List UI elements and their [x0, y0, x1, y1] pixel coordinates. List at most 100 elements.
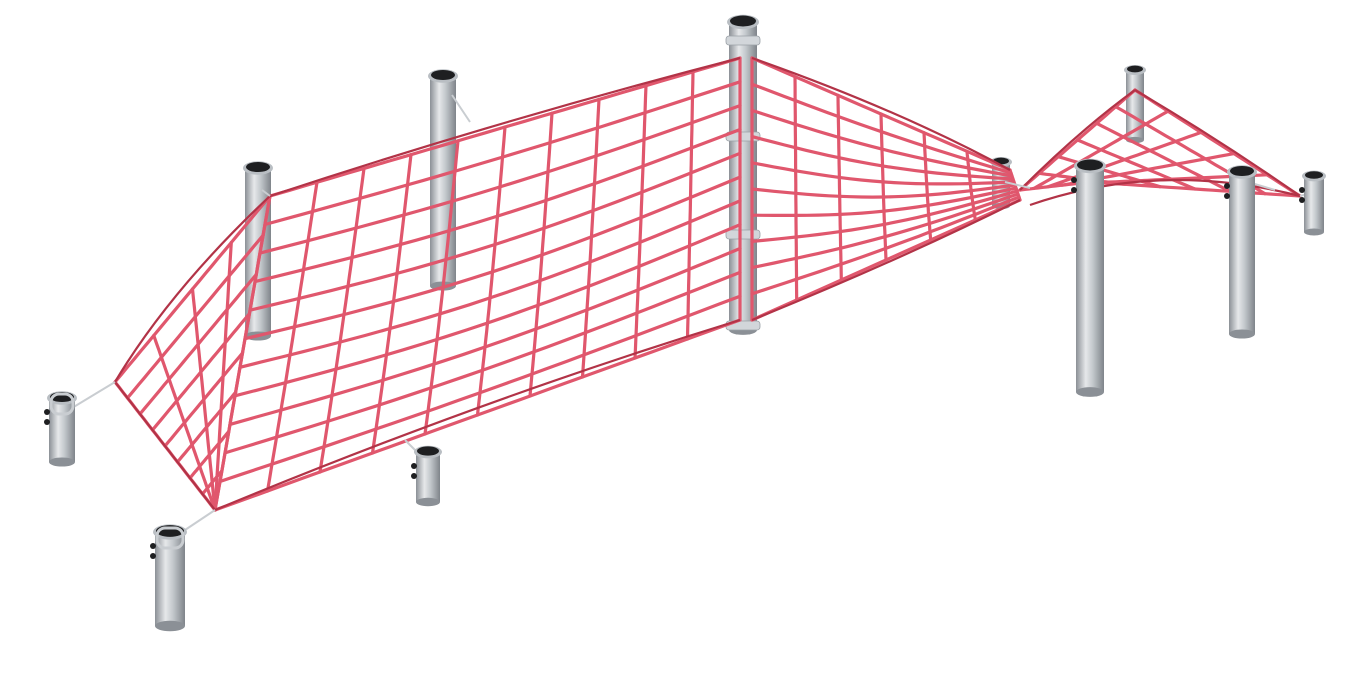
post-tall-right-bolt-icon-2: [1071, 187, 1077, 193]
net-panel-right-rope-h: [750, 192, 1020, 270]
net-panel-right-rope-h: [750, 56, 1012, 172]
net-panel-left-rope-h: [268, 56, 742, 198]
net-panel-right-rope-h: [750, 183, 1017, 199]
net-panel-left-rope-h: [213, 318, 742, 512]
post-tall-mid-left-shaft: [430, 76, 456, 286]
border-rope-5: [751, 199, 1021, 322]
net-panel-right-rope-h: [750, 161, 1016, 186]
net-panel-left-rope-h: [218, 294, 742, 484]
net-panel-left: [213, 56, 742, 512]
net-panel-right: [750, 56, 1022, 322]
anchor-post-front-base: [155, 620, 185, 632]
post-tall-far-right-base: [1229, 329, 1255, 339]
cable-5: [1004, 181, 1031, 189]
anchor-post-left-bolt-icon: [44, 409, 50, 415]
net-panel-left-rope-h: [238, 199, 742, 369]
front-posts: [44, 158, 1326, 632]
anchor-post-mid-base: [416, 497, 440, 507]
net-panel-skirt-rope-h: [188, 429, 231, 480]
border-rope-6: [1019, 89, 1136, 191]
net-panel-right-rope-h: [750, 108, 1014, 178]
net-panel-right-rope-h: [750, 135, 1015, 181]
post-tall-far-right-bolt-icon: [1224, 183, 1230, 189]
post-center-collar-2: [725, 229, 761, 240]
net-panel-left-rope-v: [265, 180, 319, 493]
net-panel-left-rope-h: [243, 175, 742, 341]
net-panel-left-rope-v: [318, 166, 366, 474]
anchor-post-left-base: [49, 457, 75, 467]
net-panel-right-rope-h: [750, 82, 1013, 175]
post-tall-far-right-bolt-icon-2: [1224, 193, 1230, 199]
net-panel-left-rope-h: [253, 127, 742, 284]
post-far-right-small: [1124, 65, 1146, 144]
net-panel-far-right-rope-h: [1018, 88, 1137, 192]
post-center: [725, 14, 761, 335]
net-panel-left-rope-h: [248, 151, 742, 312]
cable-3: [451, 94, 471, 123]
post-tall-left-cap-icon: [246, 161, 270, 173]
net-panel-left-rope-h: [233, 223, 742, 398]
net-panel-skirt-rope-h: [113, 194, 272, 384]
anchor-post-right-end-cap-icon: [1305, 171, 1323, 179]
net-panel-right-rope-h: [750, 195, 1021, 296]
anchor-post-mid-shaft: [416, 452, 440, 502]
anchor-post-right-end-bolt-icon: [1299, 187, 1305, 193]
anchor-post-mid: [411, 445, 442, 507]
net-panel-left-rope-v: [633, 84, 648, 360]
net-panel-left-rope-v: [685, 70, 695, 341]
post-tall-right: [1071, 158, 1106, 397]
post-tall-far-right: [1224, 165, 1257, 339]
net-panel-left-rope-v: [475, 125, 507, 417]
post-center-collar-0: [725, 35, 761, 46]
anchor-post-mid-bolt-icon: [411, 463, 417, 469]
net-panel-skirt-rope-h: [200, 469, 224, 496]
anchor-post-left-bolt-icon-2: [44, 419, 50, 425]
anchor-post-right-end-shaft: [1304, 176, 1324, 232]
anchor-post-front-bolt-icon-2: [150, 553, 156, 559]
anchor-post-right-end-bolt-icon-2: [1299, 197, 1305, 203]
cable-1: [181, 509, 216, 533]
border-rope-4: [751, 56, 1011, 171]
net-border-ropes: [114, 56, 1301, 512]
anchor-post-right-end: [1299, 170, 1326, 236]
anchor-post-left-shackle-icon: [49, 392, 75, 416]
post-tall-far-right-cap-icon: [1230, 165, 1254, 177]
border-rope-7: [1134, 89, 1301, 197]
net-panel-skirt-rope-h: [125, 233, 265, 400]
post-tall-right-shaft: [1076, 166, 1104, 392]
net-panel-skirt-rope-h: [138, 272, 258, 416]
border-rope-8: [1029, 178, 1301, 207]
net-panel-left-rope-h: [263, 80, 742, 227]
border-rope-2: [269, 56, 741, 198]
post-far-right-small-cap-icon: [1127, 65, 1143, 73]
net-panel-left-rope-v: [370, 153, 413, 455]
rope-net: [71, 56, 1316, 533]
anchor-post-mid-bolt-icon-2: [411, 473, 417, 479]
post-tall-far-right-shaft: [1229, 172, 1255, 334]
net-panel-left-rope-h: [223, 270, 742, 455]
net-panel-left-rope-v: [528, 111, 554, 398]
net-panel-right-rope-h: [750, 186, 1018, 217]
post-tall-right-base: [1076, 387, 1104, 397]
net-panel-far-right-rope-h: [1032, 109, 1170, 190]
anchor-post-left: [44, 391, 77, 467]
net-panel-far-right-rope-h: [1088, 180, 1302, 198]
net-panel-right-rope-h: [750, 198, 1022, 322]
net-panel-left-rope-h: [258, 104, 742, 255]
post-center-cap-icon: [730, 15, 756, 27]
anchor-post-right-end-base: [1304, 228, 1324, 236]
cable-0: [71, 381, 116, 409]
post-tall-mid-left-cap-icon: [431, 69, 455, 81]
net-panel-left-rope-v: [580, 97, 601, 379]
net-panel-right-rope-h: [750, 189, 1019, 243]
anchor-post-front-shackle-icon: [155, 526, 185, 550]
net-panel-left-rope-h: [228, 246, 742, 426]
border-rope-0: [114, 381, 216, 511]
post-tall-right-cap-icon: [1077, 159, 1103, 171]
post-far-right-small-shaft: [1126, 70, 1144, 140]
border-rope-3: [214, 318, 741, 512]
net-panel-skirt-rope-h: [163, 351, 245, 448]
border-rope-1: [114, 195, 271, 383]
